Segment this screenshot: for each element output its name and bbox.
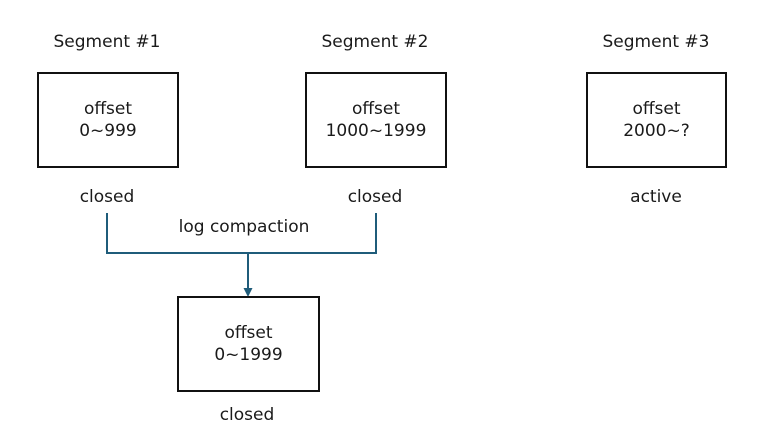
compacted-offset-label: offset [224, 323, 273, 343]
segment-3-status: active [630, 187, 682, 207]
segment-2-offset-range: 1000~1999 [325, 121, 427, 141]
segment-1-status: closed [79, 187, 135, 207]
segment-3-box: offset 2000~? [586, 72, 727, 168]
segment-2-status: closed [347, 187, 403, 207]
segment-1-title: Segment #1 [53, 32, 161, 52]
segment-2-offset-label: offset [351, 99, 401, 119]
compacted-offset-range: 0~1999 [214, 345, 283, 365]
segment-1-offset-label: offset [83, 99, 133, 119]
segment-3-title: Segment #3 [602, 32, 710, 52]
compacted-segment-box: offset 0~1999 [177, 296, 320, 392]
segment-3-offset-range: 2000~? [623, 121, 690, 141]
compaction-label: log compaction [178, 217, 310, 237]
segment-2-title: Segment #2 [321, 32, 429, 52]
segment-2-box: offset 1000~1999 [305, 72, 447, 168]
segment-3-offset-label: offset [632, 99, 681, 119]
segment-1-offset-range: 0~999 [79, 121, 137, 141]
segment-1-box: offset 0~999 [37, 72, 179, 168]
compacted-segment-status: closed [219, 405, 275, 425]
